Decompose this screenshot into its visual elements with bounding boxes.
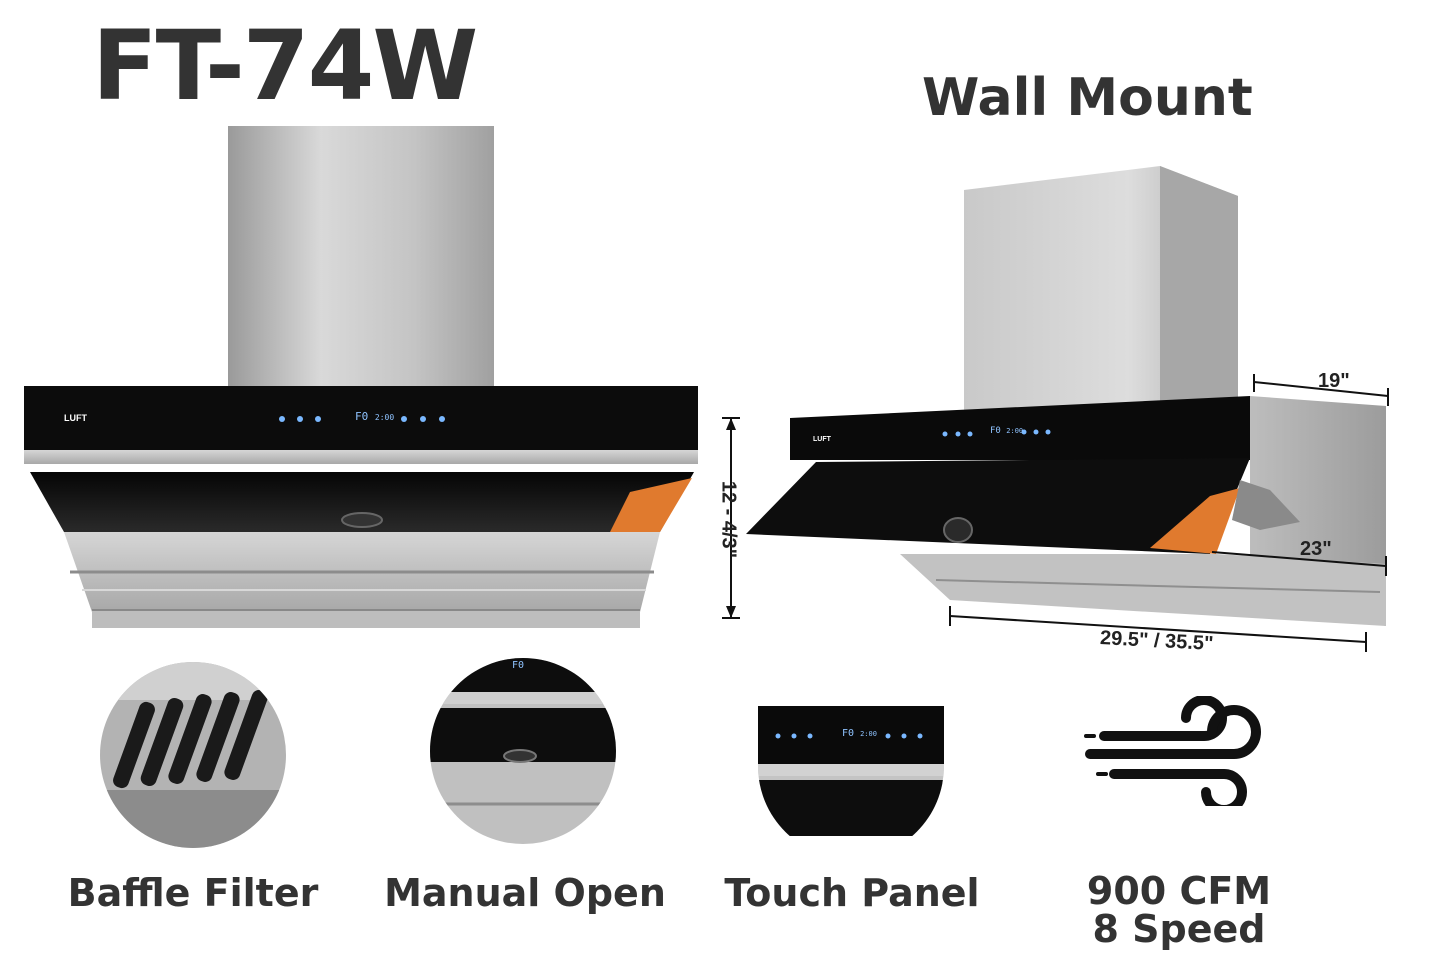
feature-label-baffle-filter: Baffle Filter bbox=[67, 871, 319, 915]
manual-open-closeup bbox=[430, 658, 616, 844]
feature-label-manual-open: Manual Open bbox=[384, 871, 666, 915]
feature-label-touch-panel: Touch Panel bbox=[724, 871, 980, 915]
model-title: FT-74W bbox=[92, 10, 478, 122]
side-display-mode: F0 bbox=[990, 426, 1001, 436]
handle-icon-side bbox=[943, 517, 973, 543]
side-display-time: 2:00 bbox=[1006, 427, 1024, 435]
display-mode: F0 bbox=[355, 410, 369, 423]
front-display-readout: F0 2:00 bbox=[355, 410, 394, 423]
side-brand-mark: LUFT bbox=[813, 436, 831, 443]
warning-label bbox=[610, 478, 692, 532]
depth-dimension-label: 19" bbox=[1318, 370, 1350, 392]
view-title: Wall Mount bbox=[922, 68, 1253, 128]
manual-open-display: F0 bbox=[512, 660, 525, 671]
height-dimension-line bbox=[722, 417, 740, 619]
display-time: 2:00 bbox=[374, 413, 395, 422]
touch-display-mode: F0 bbox=[842, 728, 855, 739]
spec-cfm: 900 CFM bbox=[1086, 869, 1272, 913]
warning-label-side bbox=[1150, 488, 1240, 554]
side-dimension-lines bbox=[949, 374, 1389, 652]
spec-airflow: 900 CFM 8 Speed bbox=[1064, 872, 1294, 948]
extension-dimension-label: 23" bbox=[1300, 538, 1332, 560]
spec-speed: 8 Speed bbox=[1092, 907, 1266, 951]
front-brand-mark: LUFT bbox=[64, 413, 87, 423]
touch-panel-display: F0 2:00 bbox=[842, 728, 877, 739]
front-view-hood bbox=[24, 126, 698, 628]
handle-icon bbox=[341, 512, 383, 528]
touch-panel-closeup bbox=[758, 706, 944, 836]
baffle-filter-closeup bbox=[100, 662, 286, 848]
wind-icon bbox=[1084, 696, 1261, 806]
handle-closeup-icon bbox=[503, 749, 537, 763]
height-dimension-label: 12 - 4/3" bbox=[717, 480, 740, 559]
touch-display-time: 2:00 bbox=[860, 730, 877, 738]
side-view-hood bbox=[746, 166, 1386, 626]
side-display-readout: F0 2:00 bbox=[990, 426, 1023, 436]
